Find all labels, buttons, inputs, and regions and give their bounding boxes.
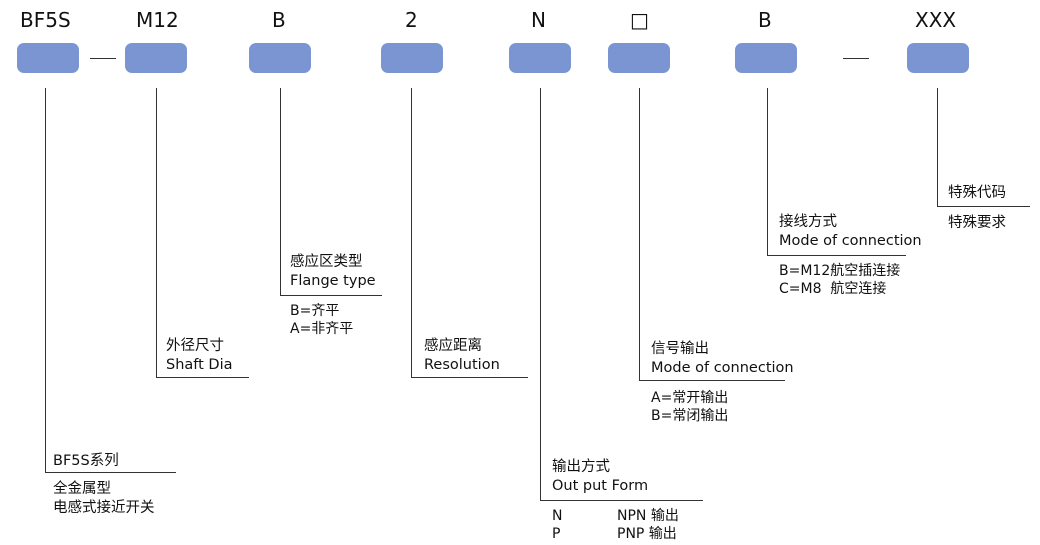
output-form-option-desc: NPN 输出 — [617, 508, 679, 524]
output-form-label-cn: 输出方式 — [552, 459, 610, 475]
code-box-flange — [249, 43, 311, 73]
output-mode-option-no: A=常开输出 — [651, 390, 729, 406]
series-desc-1: 全金属型 — [53, 481, 111, 497]
code-box-output-mode — [608, 43, 670, 73]
leader-distance-horizontal — [411, 377, 528, 378]
code-output-mode: □ — [630, 8, 649, 32]
code-output-form: N — [531, 8, 546, 32]
separator-dash — [90, 58, 116, 59]
leader-series-horizontal — [45, 472, 176, 473]
output-mode-label-cn: 信号输出 — [651, 341, 709, 357]
distance-label-cn: 感应距离 — [424, 338, 482, 354]
special-requirement-label: 特殊要求 — [948, 215, 1006, 231]
code-box-shaft — [125, 43, 187, 73]
leader-shaft-horizontal — [156, 377, 249, 378]
leader-output-form-vertical — [540, 88, 541, 500]
connection-label-cn: 接线方式 — [779, 214, 837, 230]
leader-output-form-horizontal — [540, 500, 703, 501]
leader-series-vertical — [45, 88, 46, 472]
flange-option-flush: B=齐平 — [290, 303, 340, 319]
distance-label-en: Resolution — [424, 357, 500, 373]
code-distance: 2 — [405, 8, 418, 32]
code-connection: B — [758, 8, 772, 32]
output-mode-label-en: Mode of connection — [651, 360, 794, 376]
code-box-connection — [735, 43, 797, 73]
code-series: BF5S — [20, 8, 71, 32]
leader-special-vertical — [937, 88, 938, 206]
code-flange: B — [272, 8, 286, 32]
flange-label-cn: 感应区类型 — [290, 254, 363, 270]
code-box-output-form — [509, 43, 571, 73]
leader-special-horizontal — [937, 206, 1030, 207]
flange-label-en: Flange type — [290, 273, 376, 289]
output-form-option-code: P — [552, 526, 561, 542]
leader-flange-vertical — [280, 88, 281, 295]
code-box-special — [907, 43, 969, 73]
leader-connection-horizontal — [767, 255, 906, 256]
separator-dash — [843, 58, 869, 59]
connection-option-m8: C=M8 航空连接 — [779, 281, 887, 297]
output-form-label-en: Out put Form — [552, 478, 649, 494]
code-box-series — [17, 43, 79, 73]
connection-option-m12: B=M12航空插连接 — [779, 263, 901, 279]
output-form-option-desc: PNP 输出 — [617, 526, 677, 542]
code-shaft: M12 — [136, 8, 179, 32]
leader-output-mode-vertical — [639, 88, 640, 380]
series-desc-2: 电感式接近开关 — [53, 500, 155, 516]
code-special: XXX — [915, 8, 957, 32]
series-label: BF5S系列 — [53, 453, 119, 469]
output-form-option-code: N — [552, 508, 563, 524]
flange-option-non-flush: A=非齐平 — [290, 321, 354, 337]
leader-distance-vertical — [411, 88, 412, 377]
special-code-label: 特殊代码 — [948, 185, 1006, 201]
leader-connection-vertical — [767, 88, 768, 255]
leader-flange-horizontal — [280, 295, 382, 296]
leader-output-mode-horizontal — [639, 380, 785, 381]
shaft-label-en: Shaft Dia — [166, 357, 233, 373]
code-box-distance — [381, 43, 443, 73]
leader-shaft-vertical — [156, 88, 157, 377]
shaft-label-cn: 外径尺寸 — [166, 338, 224, 354]
output-mode-option-nc: B=常闭输出 — [651, 408, 729, 424]
connection-label-en: Mode of connection — [779, 233, 922, 249]
